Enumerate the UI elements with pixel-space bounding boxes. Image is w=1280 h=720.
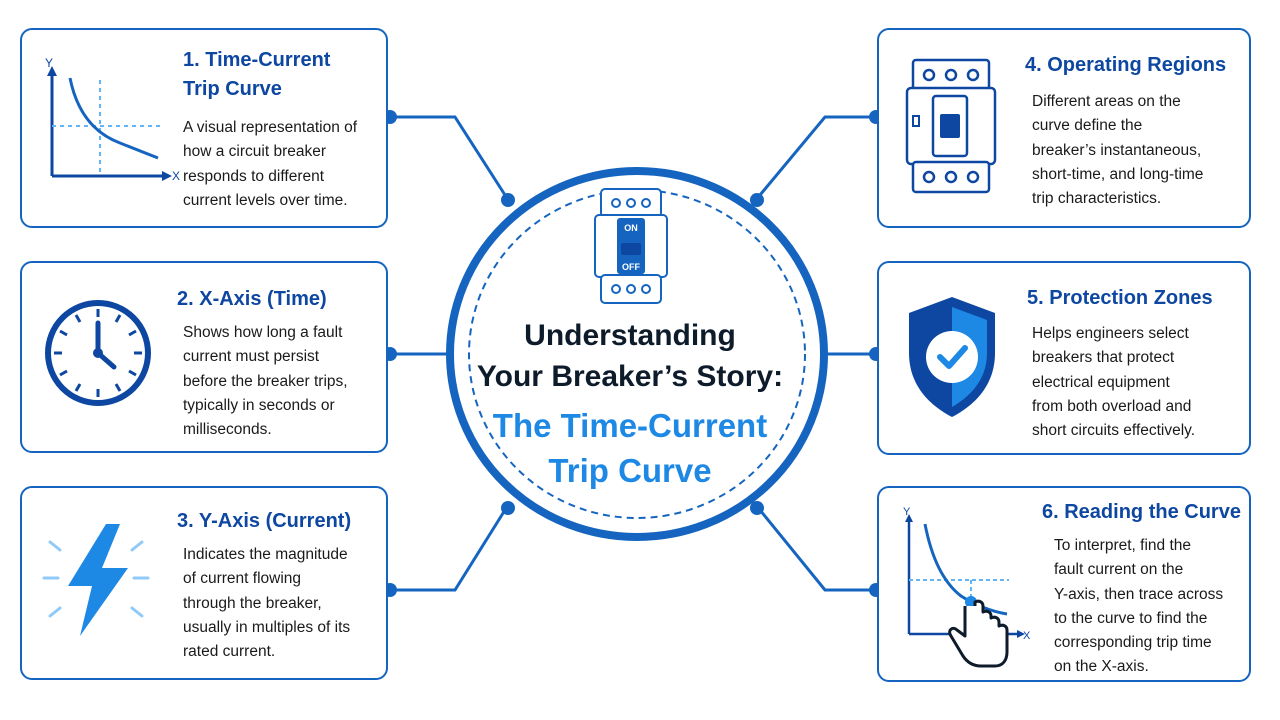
card6-title: 6. Reading the Curve [1042,501,1241,523]
card-time-current-trip-curve: Y X 1. Time-Current Trip Curve A visual … [20,28,388,228]
card3-description: Indicates the magnitude of current flowi… [183,543,350,664]
card1-title-line2: Trip Curve [183,78,282,100]
card2-text-line: Shows how long a fault [183,324,343,341]
card3-text-line: through the breaker, [183,594,322,612]
card6-text-line: on the X-axis. [1054,658,1149,676]
card1-axis-y: Y [45,58,53,70]
card4-title: 4. Operating Regions [1025,54,1227,76]
card1-text-line: responds to different [183,167,325,185]
card-protection-zones: 5. Protection Zones Helps engineers sele… [877,261,1251,455]
connector-dot-1b [501,193,515,207]
center-title-line3: The Time-Current [492,407,768,444]
card2-text-line: before the breaker trips, [183,372,348,390]
card3-text-line: of current flowing [183,570,302,588]
connector-dot-4b [750,193,764,207]
center-title-line2: Your Breaker’s Story: [476,360,784,393]
card4-text-line: breaker’s instantaneous, [1032,141,1202,159]
card6-axis-x: X [1023,630,1031,642]
card5-text-line: breakers that protect [1032,349,1175,367]
card4-text-line: short-time, and long-time [1032,165,1204,183]
card4-text-line: Different areas on the [1032,93,1181,110]
center-outer-ring [446,167,828,541]
card6-text-line: fault current on the [1054,561,1184,579]
card3-text-line: Indicates the magnitude [183,546,348,563]
card4-text-line: trip characteristics. [1032,190,1162,208]
card1-axis-x: X [172,169,180,183]
card-operating-regions: 4. Operating Regions Different areas on … [877,28,1251,228]
center-title-line4: Trip Curve [548,452,712,489]
connector-dot-3b [501,501,515,515]
card1-title: 1. Time-Current Trip Curve [183,46,330,104]
card4-text-line: curve define the [1032,117,1143,135]
card3-text-line: rated current. [183,643,276,661]
card5-text-line: electrical equipment [1032,373,1170,391]
card6-text-line: to the curve to find the [1054,609,1208,627]
connector-3 [388,509,507,592]
card4-description: Different areas on the curve define the … [1032,90,1203,211]
center-circuit-breaker-icon: ON OFF [594,188,668,304]
card1-text-line: A visual representation of [183,119,358,136]
shield-check-icon [909,297,995,417]
connector-1 [388,115,507,196]
card5-description: Helps engineers select breakers that pro… [1032,322,1195,443]
card2-text-line: current must persist [183,348,320,366]
card-y-axis-current: 3. Y-Axis (Current) Indicates the magnit… [20,486,388,680]
card3-title: 3. Y-Axis (Current) [177,510,352,532]
connector-dot-6b [750,501,764,515]
card6-axis-y: Y [903,506,911,518]
clock-icon [45,300,151,406]
card2-text-line: milliseconds. [183,421,272,439]
circuit-breaker-icon [905,58,997,194]
card2-text-line: typically in seconds or [183,396,335,414]
card1-title-line1: 1. Time-Current [183,49,331,71]
breaker-on-label: ON [624,223,638,233]
card6-text-line: Y-axis, then trace across [1054,585,1224,603]
center-title-line1: Understanding [524,319,736,352]
card1-description: A visual representation of how a circuit… [183,116,357,213]
card2-description: Shows how long a fault current must pers… [183,321,348,442]
card3-text-line: usually in multiples of its [183,618,351,636]
card6-text-line: corresponding trip time [1054,634,1212,652]
pointer-hand-chart-icon: Y X [903,506,1031,668]
card-x-axis-time: 2. X-Axis (Time) Shows how long a fault … [20,261,388,453]
lightning-bolt-icon [42,524,150,636]
card6-description: To interpret, find the fault current on … [1054,534,1223,680]
connector-6 [758,509,877,592]
card5-title: 5. Protection Zones [1027,287,1213,309]
card5-text-line: from both overload and [1032,397,1192,415]
card5-text-line: Helps engineers select [1032,325,1189,342]
card2-title: 2. X-Axis (Time) [177,288,327,310]
card6-text-line: To interpret, find the [1054,537,1191,554]
card-reading-the-curve: Y X 6. Reading the Curve To interpret, f… [877,486,1251,682]
card1-text-line: how a circuit breaker [183,143,327,161]
connector-4 [758,115,877,196]
card1-text-line: current levels over time. [183,191,348,209]
breaker-off-label: OFF [622,262,640,272]
trip-curve-chart-icon: Y X [45,58,180,183]
card5-text-line: short circuits effectively. [1032,422,1196,440]
